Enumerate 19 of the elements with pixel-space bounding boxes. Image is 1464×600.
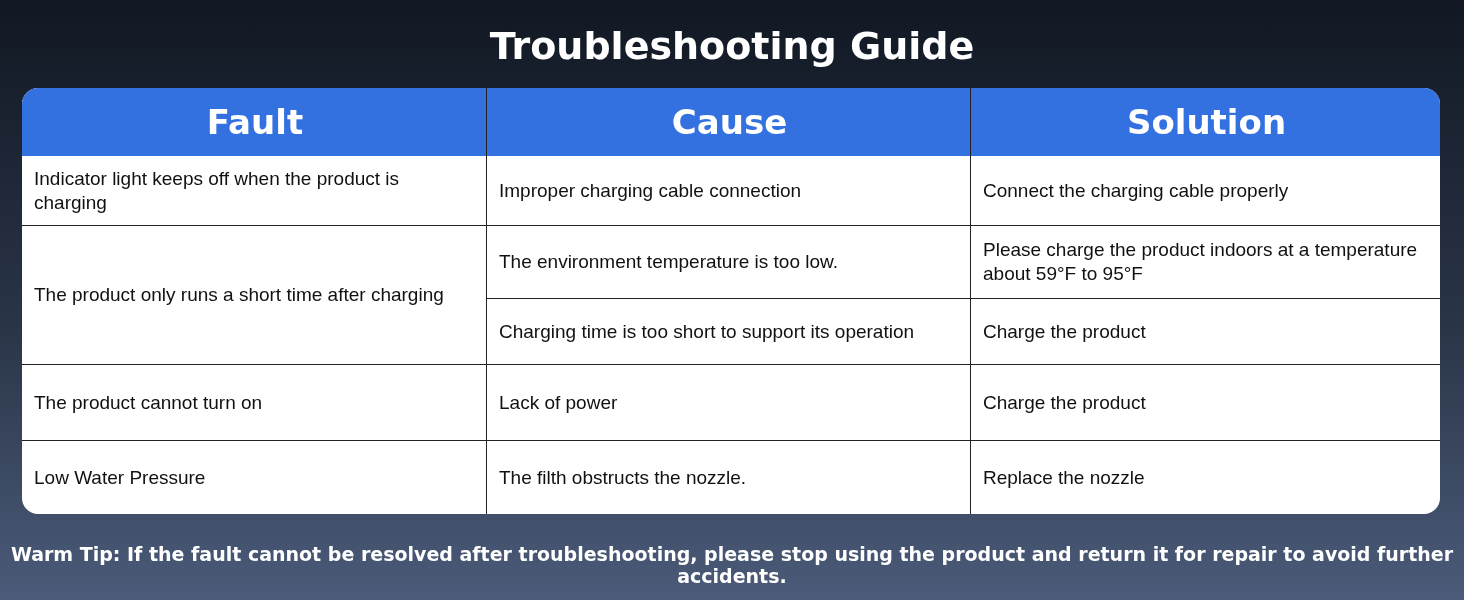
table-cell: The filth obstructs the nozzle.	[487, 441, 971, 514]
table-cell: Charge the product	[971, 365, 1440, 441]
table-cell-text: Replace the nozzle	[982, 465, 1146, 490]
column-header: Cause	[487, 88, 971, 156]
table-cell: Connect the charging cable properly	[971, 156, 1440, 226]
column-header: Solution	[971, 88, 1440, 156]
table-cell: The product only runs a short time after charging	[22, 226, 487, 365]
table-cell: Lack of power	[487, 365, 971, 441]
table-cell: Indicator light keeps off when the product is charging	[22, 156, 487, 226]
page-title: Troubleshooting Guide	[488, 24, 976, 68]
table-cell: The product cannot turn on	[22, 365, 487, 441]
table-cell: Charging time is too short to support its operation	[487, 299, 971, 365]
table-cell: Improper charging cable connection	[487, 156, 971, 226]
table-cell: Please charge the product indoors at a temperature about 59°F to 95°F	[971, 226, 1440, 299]
table-cell: Charge the product	[971, 299, 1440, 365]
table-cell: Low Water Pressure	[22, 441, 487, 514]
table-cell: The environment temperature is too low.	[487, 226, 971, 299]
column-header: Fault	[22, 88, 487, 156]
warm-tip-note: Warm Tip: If the fault cannot be resolved after troubleshooting, please stop using the product and return it for repair to avoid further accidents.	[9, 543, 1455, 587]
